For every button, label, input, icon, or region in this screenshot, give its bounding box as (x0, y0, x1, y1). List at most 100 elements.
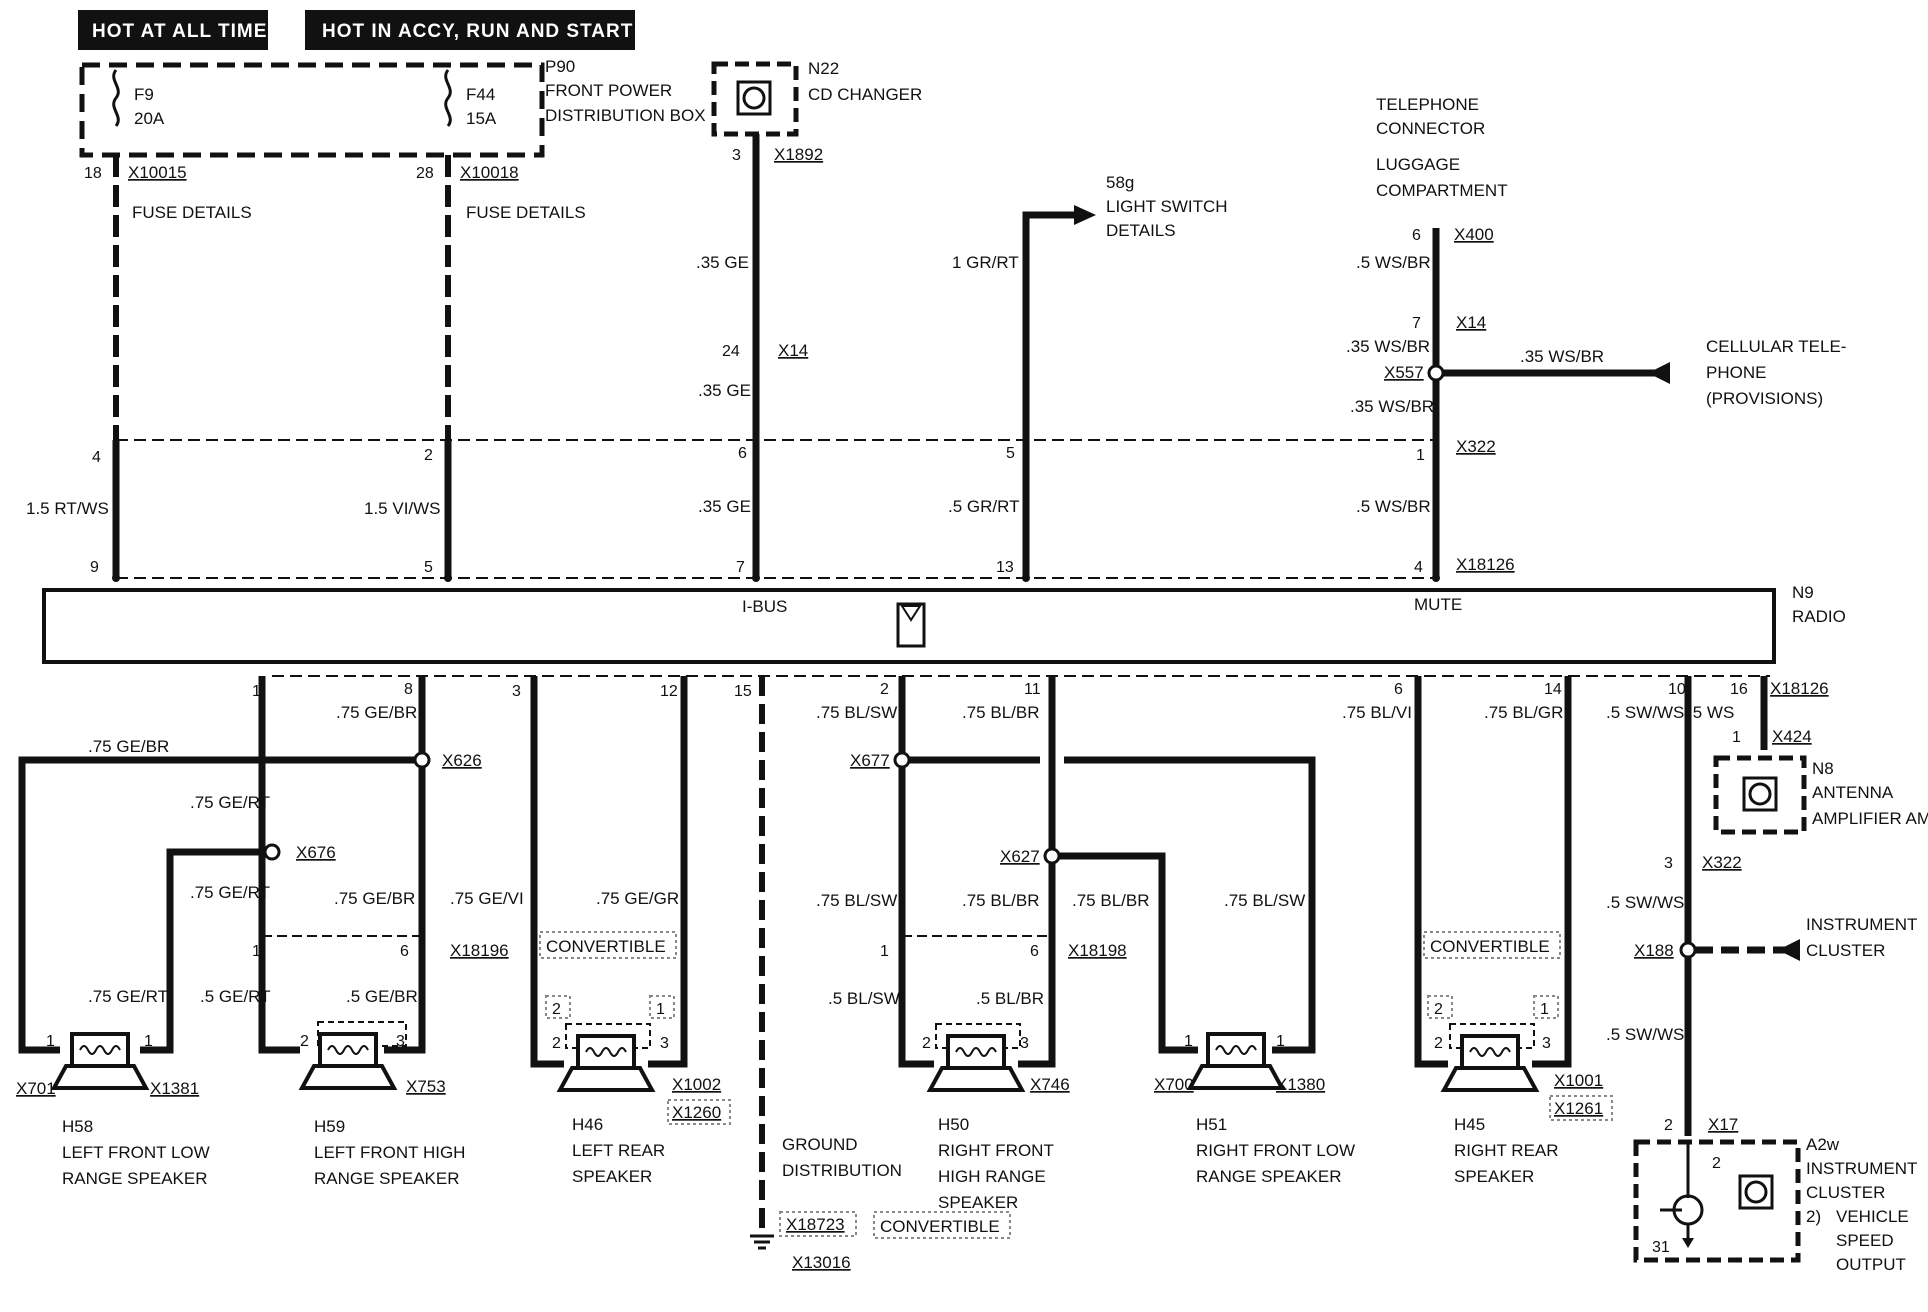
pin-6-x400: 6 (1412, 227, 1421, 244)
connector-x17: X17 (1708, 1115, 1738, 1134)
h45-c2-box (1427, 995, 1453, 1019)
wire-label-gert-75-b: .75 GE/RT (190, 883, 270, 902)
ic-name-2: CLUSTER (1806, 941, 1885, 960)
h51-name-1: RIGHT FRONT LOW (1196, 1141, 1355, 1160)
pin-3-n22: 3 (732, 147, 741, 164)
wire-label-gebr-75-a: .75 GE/BR (336, 703, 417, 722)
pin-h50-2: 2 (922, 1035, 931, 1052)
connector-x626: X626 (442, 751, 482, 770)
pin-r11: 11 (1024, 681, 1041, 698)
wire-label-gevi-75: .75 GE/VI (450, 889, 524, 908)
wire-h59-plus (258, 936, 300, 1054)
wire-label-gert-75-c: .75 GE/RT (88, 987, 168, 1006)
ic-name-1: INSTRUMENT (1806, 915, 1917, 934)
pin-h45-3: 3 (1542, 1035, 1551, 1052)
h45-speaker-icon (1460, 1034, 1520, 1070)
wire-label-wsbr-35a: .35 WS/BR (1346, 337, 1430, 356)
n8-name-2: AMPLIFIER AM/FM (1812, 809, 1928, 828)
wire-label-gegr-75: .75 GE/GR (596, 889, 679, 908)
cellular-name-1: CELLULAR TELE- (1706, 337, 1846, 356)
pin-r10: 10 (1668, 681, 1686, 698)
connector-x676: X676 (296, 843, 336, 862)
h46-speaker-coil (585, 1047, 627, 1057)
instrument-cluster-connector-arrow (1778, 939, 1800, 961)
ground-name-1: GROUND (782, 1135, 858, 1154)
instrument-cluster-icon (1738, 1174, 1774, 1210)
wire-h51-plus (1052, 852, 1198, 1054)
p90-power-distribution-box (79, 62, 545, 158)
h50-name-1: RIGHT FRONT (938, 1141, 1054, 1160)
pin-4-bot: 4 (1414, 559, 1423, 576)
light-switch-name-1: LIGHT SWITCH (1106, 197, 1228, 216)
telephone-connector-2: CONNECTOR (1376, 119, 1485, 138)
h59-speaker-cone (298, 1064, 398, 1090)
wire-label-blbr-75-b: .75 BL/BR (962, 891, 1040, 910)
connector-x14-b: X14 (1456, 313, 1486, 332)
h46-c2-box (545, 995, 571, 1019)
antenna-amplifier-icon (1742, 776, 1778, 812)
wire-label-ge-35-b: .35 GE (698, 381, 751, 400)
h46-name-2: SPEAKER (572, 1167, 652, 1186)
splice-x627 (1043, 847, 1061, 865)
connector-x10018: X10018 (460, 163, 519, 182)
connector-x1002: X1002 (672, 1075, 721, 1094)
h46-convertible-box (539, 931, 677, 959)
h58-name-1: LEFT FRONT LOW (62, 1143, 210, 1162)
header-hot-in-accy-bg (305, 10, 635, 50)
cellular-connector-arrow (1648, 362, 1670, 384)
wire-label-ws-5: .5 WS (1688, 703, 1734, 722)
wire-light-switch (1022, 211, 1080, 578)
h58-name-2: RANGE SPEAKER (62, 1169, 208, 1188)
h45-name-1: RIGHT REAR (1454, 1141, 1559, 1160)
pin-r1: 1 (252, 683, 261, 700)
wire-label-blbr-5: .5 BL/BR (976, 989, 1044, 1008)
terminal-top-2 (444, 574, 452, 582)
connector-x1001: X1001 (1554, 1071, 1603, 1090)
wire-label-swws-5a: .5 SW/WS (1606, 703, 1684, 722)
pin-28: 28 (416, 165, 434, 182)
h51-id: H51 (1196, 1115, 1227, 1134)
wire-h46-right (648, 676, 688, 1068)
n8-id: N8 (1812, 759, 1834, 778)
h46-speaker-icon (576, 1034, 636, 1070)
a2w-name-3: VEHICLE (1836, 1207, 1909, 1226)
splice-x677 (893, 751, 911, 769)
pin-r15: 15 (734, 683, 752, 700)
header-hot-at-all-times: HOT AT ALL TIMES (92, 21, 281, 42)
pin-3-x322: 3 (1664, 855, 1673, 872)
connector-x557: X557 (1384, 363, 1424, 382)
h58-id: H58 (62, 1117, 93, 1136)
n22-name: CD CHANGER (808, 85, 922, 104)
wire-h51-minus (902, 756, 1316, 1054)
pin-h46-c1: 1 (656, 1001, 665, 1018)
h50-speaker-icon (946, 1034, 1006, 1070)
wire-label-blsw-5: .5 BL/SW (828, 989, 900, 1008)
pin-5-bot: 5 (424, 559, 433, 576)
splice-x188 (1679, 941, 1697, 959)
a2w-name-5: OUTPUT (1836, 1255, 1906, 1274)
n22-cd-changer-box (711, 61, 799, 137)
x1261-box (1549, 1095, 1613, 1121)
p90-id: P90 (545, 57, 575, 76)
pin-h51-1a: 1 (1184, 1033, 1193, 1050)
ground-name-2: DISTRIBUTION (782, 1161, 902, 1180)
connector-x677: X677 (850, 751, 890, 770)
wire-h46-left (530, 676, 564, 1068)
pin-a2w-31: 31 (1652, 1239, 1670, 1256)
h46-id: H46 (572, 1115, 603, 1134)
a2w-instrument-cluster-box (1633, 1139, 1801, 1263)
a2w-name-2: CLUSTER (1806, 1183, 1885, 1202)
wire-label-ge-35-c: .35 GE (698, 497, 751, 516)
wire-label-blbr-75-a: .75 BL/BR (962, 703, 1040, 722)
a2w-note-number: 2) (1806, 1207, 1821, 1226)
h51-speaker-coil (1215, 1045, 1257, 1055)
wire-label-wsbr-35b: .35 WS/BR (1520, 347, 1604, 366)
wire-label-gebr-75-b: .75 GE/BR (334, 889, 415, 908)
header-hot-in-accy: HOT IN ACCY, RUN AND START (322, 21, 633, 42)
wire-label-swws-5c: .5 SW/WS (1606, 1025, 1684, 1044)
wire-h58-plus (140, 848, 262, 1054)
wire-label-wsbr-5b: .5 WS/BR (1356, 497, 1431, 516)
splice-x626 (413, 751, 431, 769)
radio-ibus-label: I-BUS (742, 597, 787, 616)
